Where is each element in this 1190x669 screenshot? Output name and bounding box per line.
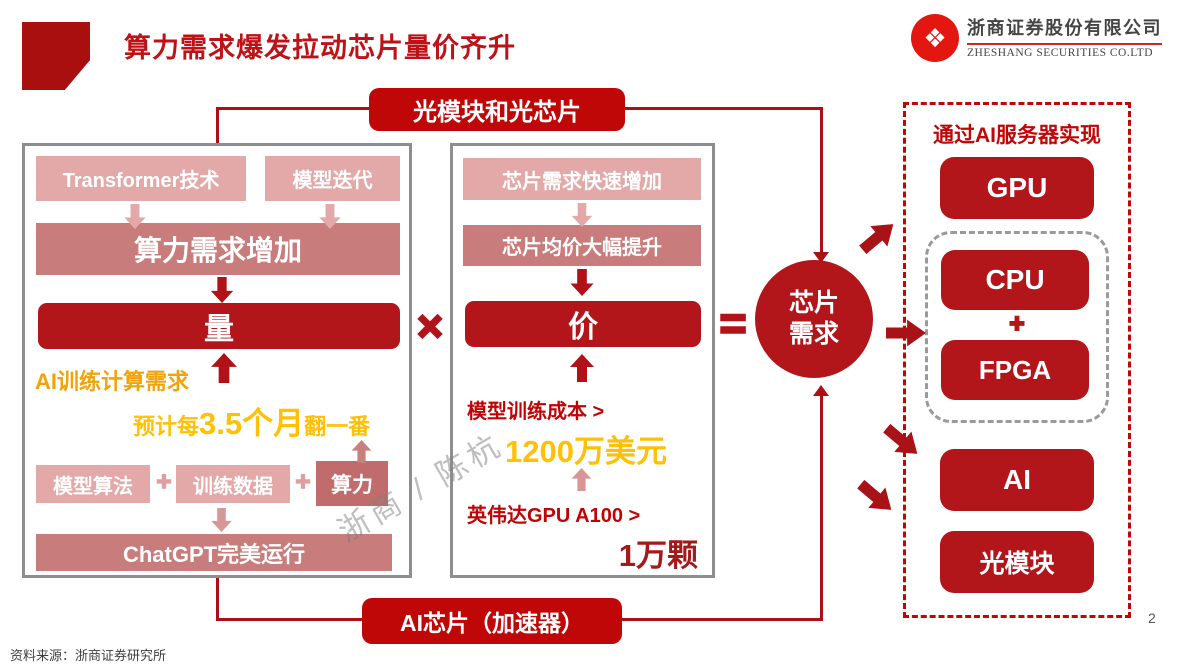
box-chip-demand-rise: 芯片需求快速增加 [463, 158, 701, 200]
box-price: 价 [465, 301, 701, 347]
page-title: 算力需求爆发拉动芯片量价齐升 [124, 33, 516, 63]
brand-text: 浙商证券股份有限公司 ZHESHANG SECURITIES CO.LTD [967, 14, 1162, 59]
right-arrow-icon [886, 318, 926, 348]
box-compute-power: 算力 [316, 461, 388, 506]
label-training-cost: 模型训练成本 > [467, 401, 605, 423]
box-optical-module: 光模块 [940, 531, 1094, 593]
connector-line [620, 618, 823, 621]
box-volume: 量 [38, 303, 400, 349]
southeast-arrow-icon [877, 417, 927, 466]
equals-sign: = [718, 296, 747, 351]
connector-line [623, 107, 823, 110]
box-training-data: 训练数据 [176, 465, 290, 503]
up-arrow-icon [570, 468, 593, 491]
value-training-cost: 1200万美元 [505, 434, 667, 469]
down-arrow-icon [209, 508, 234, 532]
box-model-algorithm: 模型算法 [36, 465, 150, 503]
down-arrow-icon [570, 203, 594, 227]
down-arrow-icon [123, 204, 147, 229]
doubling-prefix: 预计每 [133, 414, 200, 439]
page-number: 2 [1148, 610, 1156, 626]
doubling-suffix: 翻一番 [304, 414, 371, 439]
arrowhead-down-icon [813, 252, 829, 263]
box-ai: AI [940, 449, 1094, 511]
box-model-iteration: 模型迭代 [265, 156, 400, 201]
down-arrow-icon [569, 269, 595, 296]
arrowhead-up-icon [813, 385, 829, 396]
doubling-big: 3.5个月 [199, 406, 305, 441]
box-cpu: CPU [941, 250, 1089, 310]
plus-sign: + [295, 465, 312, 497]
box-compute-demand-increase: 算力需求增加 [36, 223, 400, 275]
connector-line [216, 107, 219, 143]
up-arrow-icon [211, 353, 237, 383]
up-arrow-icon [569, 354, 595, 382]
connector-line [820, 396, 823, 620]
up-arrow-icon [350, 440, 373, 463]
right-panel-title: 通过AI服务器实现 [933, 124, 1101, 147]
multiply-sign: × [416, 301, 444, 353]
connector-line [216, 618, 366, 621]
value-nvidia-a100: 1万颗 [618, 538, 698, 573]
brand-rule [967, 43, 1162, 45]
connector-line [820, 107, 823, 254]
box-chip-price-rise: 芯片均价大幅提升 [463, 225, 701, 266]
brand-company-en: ZHESHANG SECURITIES CO.LTD [967, 47, 1154, 59]
connector-line [216, 107, 372, 110]
cpu-fpga-group-border: CPU + FPGA [925, 231, 1109, 423]
down-arrow-icon [318, 204, 342, 229]
box-gpu: GPU [940, 157, 1094, 219]
top-pill-optical-modules: 光模块和光芯片 [369, 88, 625, 131]
brand-company-cn: 浙商证券股份有限公司 [967, 18, 1162, 38]
circle-line1: 芯片 [788, 288, 839, 317]
box-fpga: FPGA [941, 340, 1089, 400]
southeast-arrow-icon [851, 473, 901, 522]
northeast-arrow-icon [853, 213, 903, 262]
right-panel-ai-server: 通过AI服务器实现 GPU CPU + FPGA AI 光模块 [903, 102, 1131, 618]
circle-line2: 需求 [788, 320, 839, 348]
box-chatgpt-runs: ChatGPT完美运行 [36, 534, 392, 571]
left-panel-volume: Transformer技术 模型迭代 算力需求增加 量 AI训练计算需求 预计每… [22, 143, 412, 578]
zheshang-logo-icon: ❖ [911, 14, 959, 62]
connector-line [216, 578, 219, 621]
brand-logo: ❖ 浙商证券股份有限公司 ZHESHANG SECURITIES CO.LTD [911, 14, 1162, 62]
bottom-pill-ai-chip: AI芯片（加速器） [362, 598, 622, 644]
plus-sign: + [1008, 308, 1025, 338]
corner-mark-shape [22, 22, 90, 90]
source-note: 资料来源：浙商证券研究所 [10, 648, 167, 663]
label-ai-training-demand: AI训练计算需求 [35, 369, 190, 394]
label-doubling-period: 预计每3.5个月翻一番 [133, 398, 370, 443]
plus-sign: + [156, 465, 173, 497]
box-transformer-tech: Transformer技术 [36, 156, 246, 201]
circle-chip-demand: 芯片 需求 [755, 260, 873, 378]
middle-panel-price: 芯片需求快速增加 芯片均价大幅提升 价 模型训练成本 > 1200万美元 英伟达… [450, 143, 715, 578]
down-arrow-icon [209, 277, 235, 303]
label-nvidia-a100: 英伟达GPU A100 > [467, 505, 641, 527]
